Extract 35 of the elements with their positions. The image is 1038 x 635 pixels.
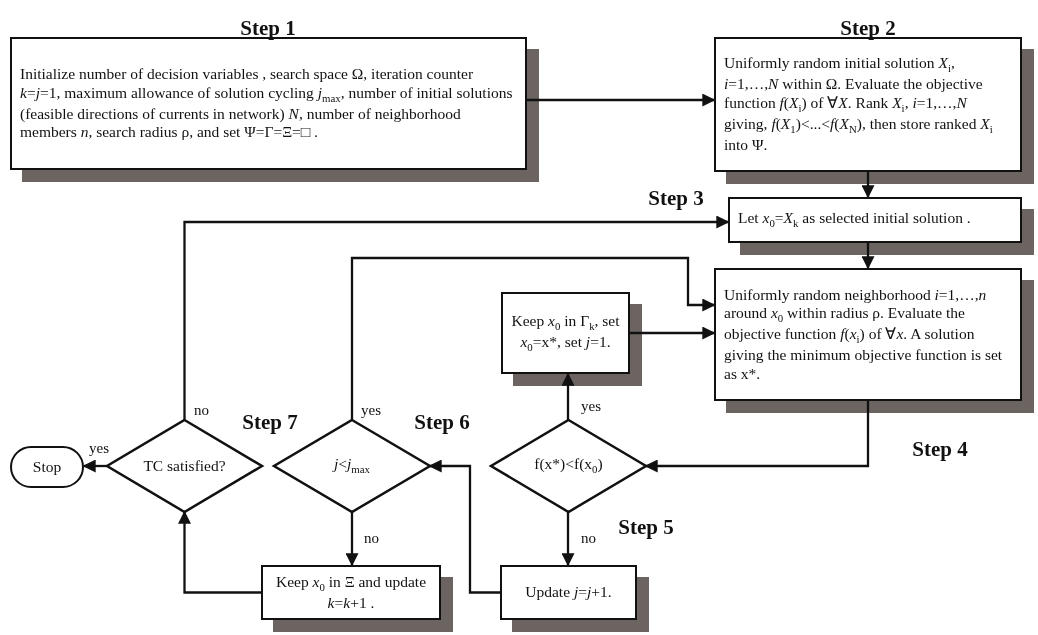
terminal-box [10, 446, 84, 488]
node-text: Stop [32, 457, 62, 477]
arrow [350, 256, 716, 420]
arrow [630, 326, 716, 340]
node-text: Uniformly random initial solution X$_{i}$, i=1,…,N within Ω. Evaluate the objective function f(X$_{i}$) of ∀X. Rank X$_{i}$, i=1,…,N giving, f(X$_{1}$)<...<f(X$_{N}$), then store ranked X$_{i}$ into Ψ. [724, 54, 994, 155]
node-text: j<j$_{max}$ [333, 455, 370, 477]
arrow [82, 459, 107, 473]
node-text: Let x$_{0}$=X$_{k}$ as selected initial solution . [738, 209, 971, 231]
process-box [500, 565, 637, 620]
step-label: Step 3 [648, 186, 704, 211]
step-label: Step 5 [618, 515, 674, 540]
step-label: Step 1 [240, 16, 296, 41]
arrow [561, 372, 575, 420]
arrow [183, 215, 730, 420]
process-box [501, 292, 630, 374]
step-label: Step 6 [414, 410, 470, 435]
decision-diamond [491, 420, 646, 512]
arrow [345, 512, 359, 567]
node-text: Update j=j+1. [525, 583, 612, 602]
step-label: Step 4 [912, 437, 968, 462]
process-box [728, 197, 1022, 243]
node-text: f(x*)<f(x$_{0}$) [534, 455, 603, 477]
process-box [261, 565, 441, 620]
node-text: Uniformly random neighborhood i=1,…,n around x$_{0}$ within radius ρ. Evaluate the objective function f(x$_{i}$) of ∀x. A solution giving the minimum objective function is set as x*. [724, 285, 1004, 384]
node-text: Initialize number of decision variables , search space Ω, iteration counter k=j=1, maximum allowance of solution cycling j$_{max}$, number of initial solutions (feasible directions of currents in network) N, number of neighborhood members n, search radius ρ, and set Ψ=Γ=Ξ=□ . [20, 65, 514, 142]
step-label: Step 7 [242, 410, 298, 435]
node-text: Keep x$_{0}$ in Ξ and update k=k+1 . [274, 572, 428, 613]
arrow [561, 512, 575, 567]
arrow [527, 93, 716, 107]
node-text: Keep x$_{0}$ in Γ$_{k}$, set x$_{0}$=x*, set j=1. [511, 311, 620, 355]
arrow [861, 172, 875, 199]
step-label: Step 2 [840, 16, 896, 41]
node-text: TC satisfied? [143, 456, 226, 476]
arrow [861, 243, 875, 270]
process-box [714, 268, 1022, 401]
